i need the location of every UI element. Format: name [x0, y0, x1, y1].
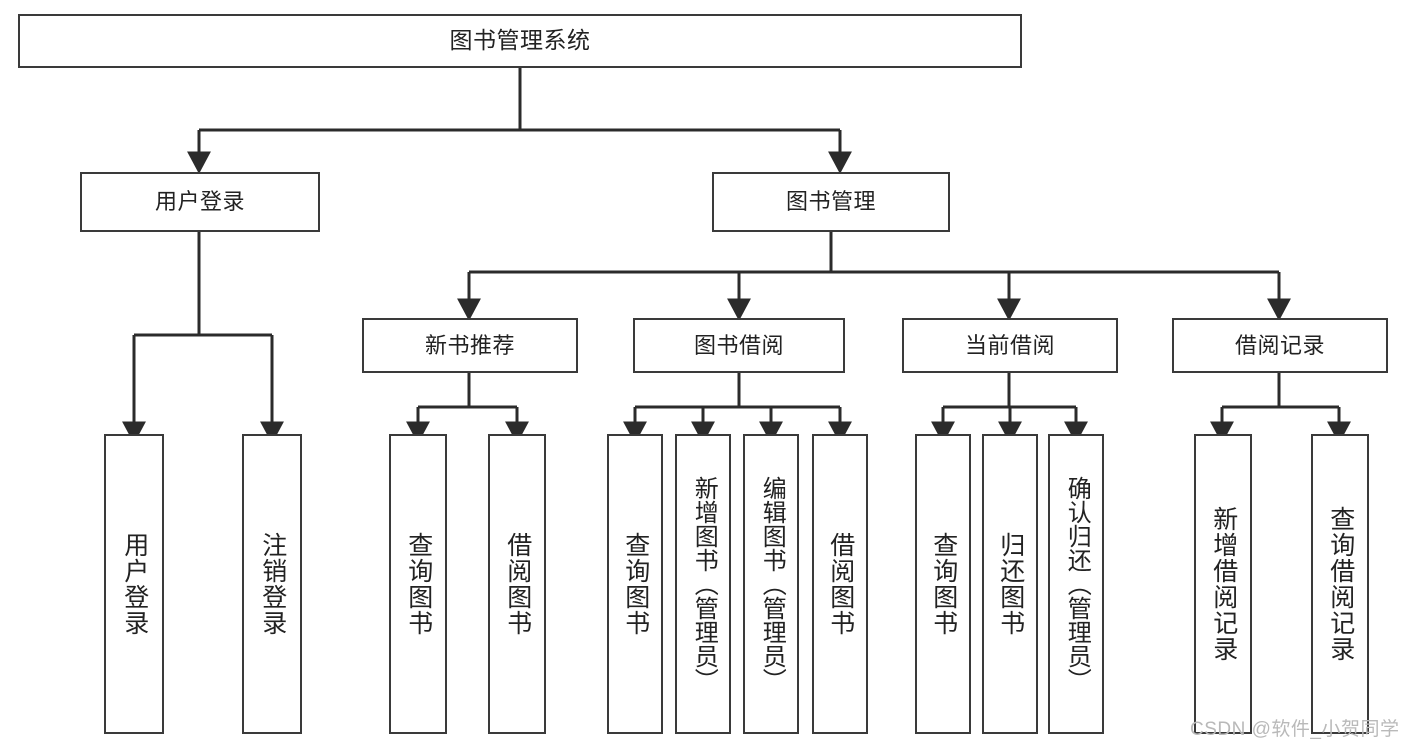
leaf-user-login-query[interactable]: 用户登录: [104, 434, 164, 734]
leaf-book-borrow-query[interactable]: 查询图书: [607, 434, 663, 734]
leaf-current-borrow-return-label: 归还图书: [996, 532, 1025, 636]
leaf-user-logout-label: 注销登录: [258, 532, 287, 636]
node-root[interactable]: 图书管理系统: [18, 14, 1022, 68]
leaf-borrow-record-query-label: 查询借阅记录: [1326, 506, 1355, 662]
leaf-new-book-query-label: 查询图书: [404, 532, 433, 636]
node-user-login-label: 用户登录: [154, 189, 245, 215]
leaf-book-borrow-add-label: 新增图书（管理员）: [690, 476, 718, 692]
node-borrow-record-label: 借阅记录: [1234, 332, 1325, 358]
leaf-book-borrow-add[interactable]: 新增图书（管理员）: [675, 434, 731, 734]
leaf-current-borrow-confirm[interactable]: 确认归还（管理员）: [1048, 434, 1104, 734]
leaf-new-book-borrow-label: 借阅图书: [503, 532, 532, 636]
node-book-management-label: 图书管理: [785, 189, 876, 215]
leaf-book-borrow-edit[interactable]: 编辑图书（管理员）: [743, 434, 799, 734]
leaf-book-borrow-borrow[interactable]: 借阅图书: [812, 434, 868, 734]
node-book-borrow[interactable]: 图书借阅: [633, 318, 845, 373]
leaf-current-borrow-return[interactable]: 归还图书: [982, 434, 1038, 734]
leaf-book-borrow-query-label: 查询图书: [621, 532, 650, 636]
leaf-book-borrow-borrow-label: 借阅图书: [826, 532, 855, 636]
leaf-borrow-record-add-label: 新增借阅记录: [1209, 506, 1238, 662]
leaf-current-borrow-confirm-label: 确认归还（管理员）: [1063, 476, 1091, 692]
leaf-new-book-query[interactable]: 查询图书: [389, 434, 447, 734]
leaf-borrow-record-query[interactable]: 查询借阅记录: [1311, 434, 1369, 734]
node-user-login[interactable]: 用户登录: [80, 172, 320, 232]
leaf-book-borrow-edit-label: 编辑图书（管理员）: [758, 476, 786, 692]
watermark-text: CSDN @软件_小贺同学: [1190, 719, 1400, 740]
node-book-borrow-label: 图书借阅: [693, 332, 784, 358]
node-new-book-recommend[interactable]: 新书推荐: [362, 318, 578, 373]
leaf-user-logout[interactable]: 注销登录: [242, 434, 302, 734]
leaf-new-book-borrow[interactable]: 借阅图书: [488, 434, 546, 734]
node-current-borrow-label: 当前借阅: [964, 332, 1055, 358]
node-book-management[interactable]: 图书管理: [712, 172, 950, 232]
node-current-borrow[interactable]: 当前借阅: [902, 318, 1118, 373]
leaf-current-borrow-query-label: 查询图书: [929, 532, 958, 636]
node-borrow-record[interactable]: 借阅记录: [1172, 318, 1388, 373]
leaf-user-login-query-label: 用户登录: [120, 532, 149, 636]
node-new-book-recommend-label: 新书推荐: [424, 332, 515, 358]
leaf-current-borrow-query[interactable]: 查询图书: [915, 434, 971, 734]
leaf-borrow-record-add[interactable]: 新增借阅记录: [1194, 434, 1252, 734]
node-root-label: 图书管理系统: [449, 27, 591, 54]
